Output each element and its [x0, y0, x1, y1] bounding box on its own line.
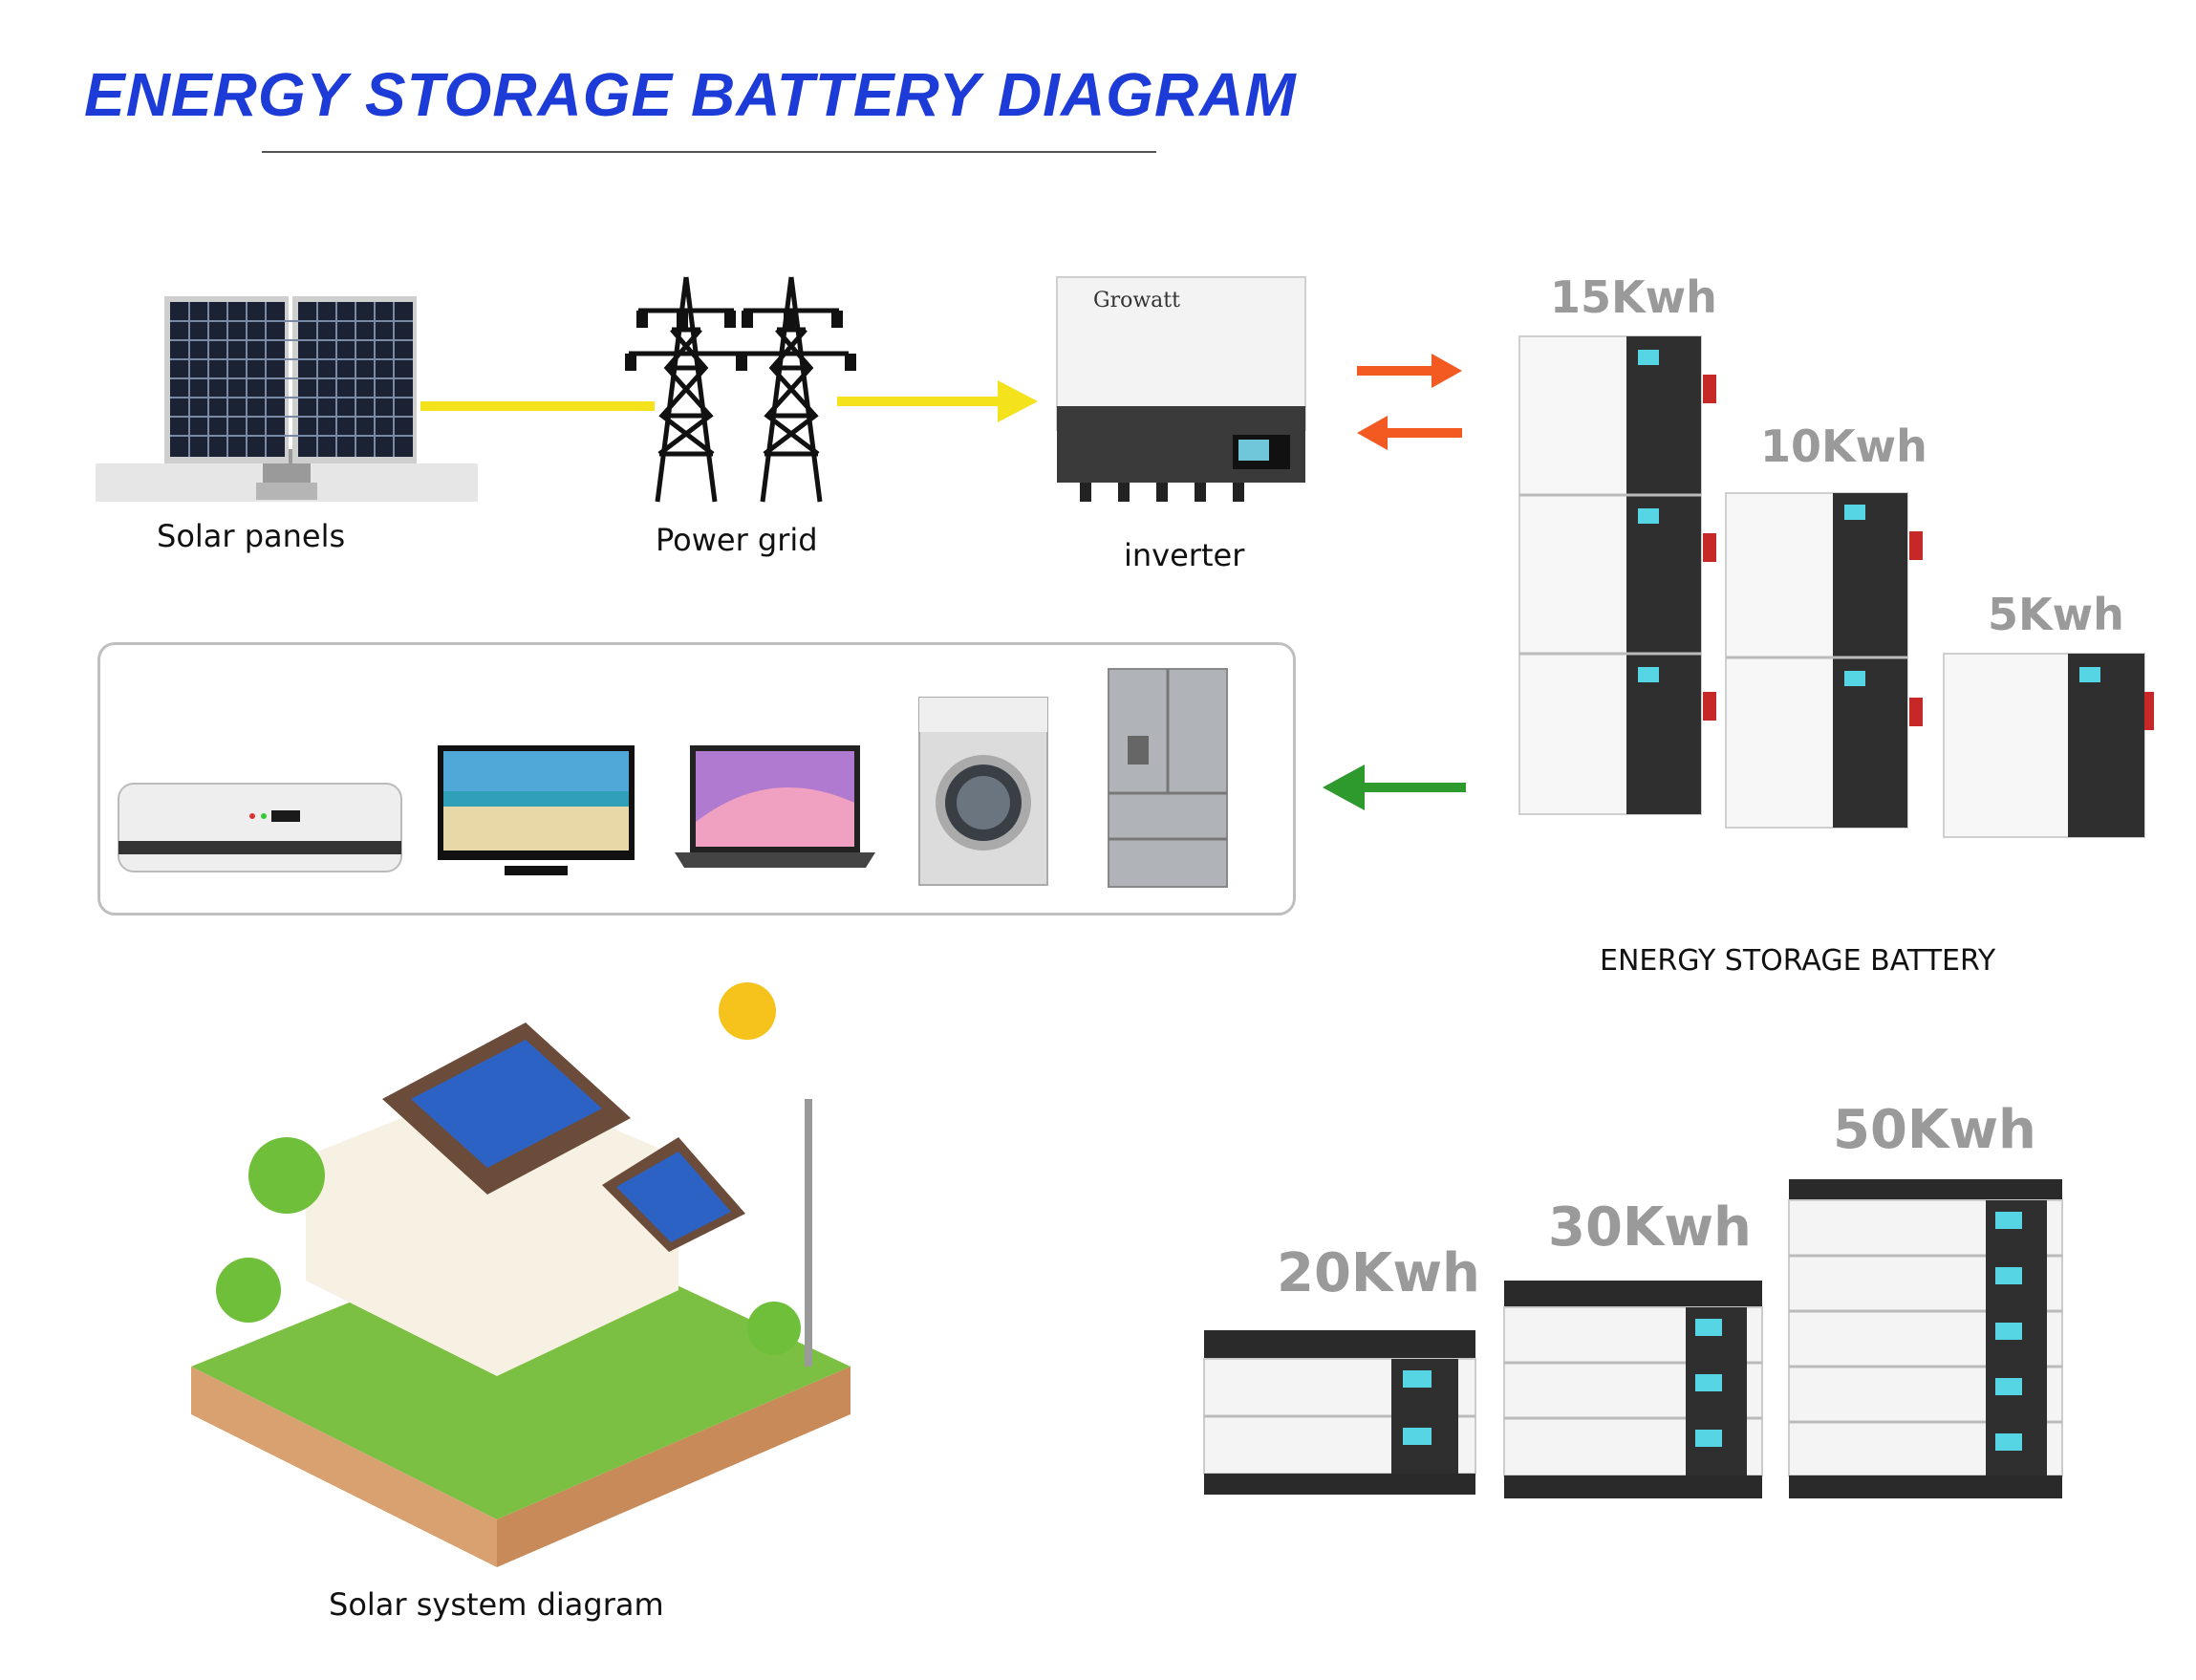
flow-arrow-inverter-to-battery — [1357, 354, 1462, 388]
solar-panels-label: Solar panels — [157, 518, 346, 554]
battery-5kwh-icon — [1943, 653, 2154, 838]
appliances-panel — [97, 642, 1296, 915]
flow-arrow-grid-to-inverter — [837, 380, 1038, 422]
laptop-icon — [675, 745, 875, 868]
air-conditioner-icon — [118, 783, 402, 872]
battery-50kwh-caption: 50Kwh — [1833, 1099, 2036, 1161]
title-underline — [262, 151, 1156, 153]
inverter-label: inverter — [1124, 537, 1245, 573]
refrigerator-icon — [1108, 668, 1228, 888]
television-icon — [438, 745, 635, 875]
battery-section-caption: ENERGY STORAGE BATTERY — [1600, 944, 1996, 978]
battery-20kwh-caption: 20Kwh — [1277, 1242, 1480, 1304]
battery-30kwh-icon — [1503, 1281, 1763, 1498]
inverter-icon — [1056, 276, 1306, 502]
house-caption: Solar system diagram — [329, 1586, 664, 1623]
flow-arrow-battery-to-appliances — [1323, 765, 1466, 810]
solar-panel-icon — [96, 296, 478, 502]
battery-20kwh-icon — [1203, 1330, 1476, 1495]
battery-15kwh-caption: 15Kwh — [1550, 271, 1717, 323]
page-title: ENERGY STORAGE BATTERY DIAGRAM — [84, 60, 1297, 129]
washing-machine-icon — [918, 697, 1048, 886]
battery-10kwh-icon — [1725, 492, 1923, 829]
flow-arrow-battery-to-inverter — [1357, 416, 1462, 450]
flow-arrow-panels-to-grid — [420, 401, 655, 411]
power-tower-icon — [625, 276, 856, 503]
battery-10kwh-caption: 10Kwh — [1760, 420, 1927, 472]
solar-house-illustration — [191, 982, 850, 1567]
power-grid-label: Power grid — [656, 522, 818, 558]
battery-15kwh-icon — [1518, 335, 1716, 815]
battery-5kwh-caption: 5Kwh — [1988, 589, 2124, 640]
battery-30kwh-caption: 30Kwh — [1548, 1196, 1752, 1259]
inverter-brand: Growatt — [1093, 289, 1180, 312]
battery-50kwh-icon — [1788, 1179, 2063, 1498]
